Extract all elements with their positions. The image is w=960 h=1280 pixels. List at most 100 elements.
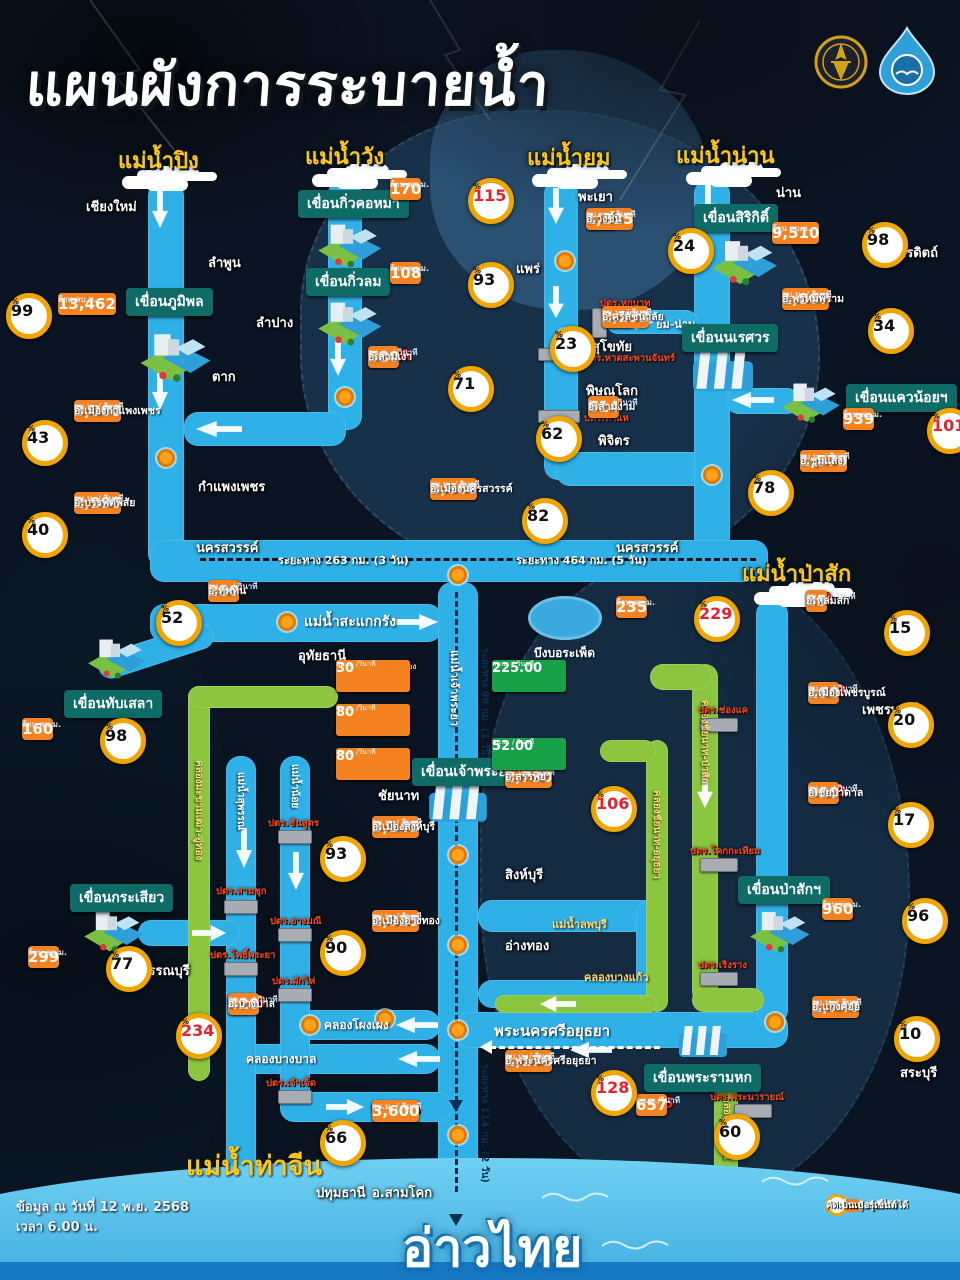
dam-name-plate: เขื่อนกระเสียว	[70, 884, 174, 912]
place-label: สระบุรี	[900, 1066, 938, 1081]
channel-chainat-ayutthaya-canal	[646, 740, 668, 1012]
station-location: อ.วังชิ้น	[586, 213, 622, 225]
rain-cloud-icon	[122, 176, 164, 189]
channel-chainat-ayutthaya-stub	[600, 740, 656, 762]
percent-badge: 71%	[448, 366, 494, 412]
place-label: กำแพงเพชร	[198, 480, 266, 495]
dashed-flow-line	[490, 1046, 660, 1049]
unit-label: ลบ.ม. / วินาที	[228, 995, 278, 1004]
percent-badge: 34%	[868, 308, 914, 354]
unit-label: ล้าน ลบ.ม.	[843, 410, 882, 419]
sea-bottom-band	[0, 1262, 960, 1280]
unit-label: ลบ.ม. / วินาที	[602, 308, 652, 317]
max-volume: 190	[808, 682, 840, 704]
max-volume: 2,990	[74, 492, 122, 514]
station-location: อ.บรรพตพิสัย	[74, 497, 136, 509]
place-label: ลำปาง	[256, 316, 294, 331]
place-label: ปทุมธานี	[316, 1186, 366, 1201]
unit-label: ล้าน ลบ.ม.	[58, 295, 97, 304]
unit-label: ล้าน ลบ.ม.	[616, 598, 655, 607]
channel-makham-thao-canal	[188, 686, 210, 1081]
distance-label: ระยะทาง 464 กม. (5 วัน)	[516, 554, 647, 567]
channel-label: แม่น้ำเจ้าพระยา	[448, 650, 461, 727]
unit-label: ลบ.ม. / วินาที	[586, 210, 636, 219]
junction-dot	[766, 1013, 784, 1031]
dam-name-plate: เขื่อนกิ่วลม	[306, 268, 391, 296]
max-volume: 1,325	[586, 208, 634, 230]
junction-dot	[301, 1016, 319, 1034]
max-volume: 980	[808, 782, 840, 804]
gate-structure	[700, 972, 738, 986]
percent-badge: 99%	[6, 293, 52, 339]
distance-label: ระยะทาง 263 กม. (3 วัน)	[278, 554, 409, 567]
page-title: แผนผังการระบายน้ำ	[23, 51, 553, 119]
junction-dot	[703, 466, 721, 484]
percent-badge: 98%	[862, 222, 908, 268]
river-header: แม่น้ำป่าสัก	[742, 562, 852, 587]
percent-badge: 60%	[714, 1114, 760, 1160]
place-label: นครสวรรค์	[196, 541, 259, 556]
junction-dot	[376, 1010, 394, 1028]
max-volume: 9,510	[772, 222, 820, 244]
junction-dot	[449, 846, 467, 864]
channel-suphan-river	[226, 756, 256, 1226]
distance-label: ระยะทาง 98 กม. (1 วัน)	[479, 648, 490, 760]
junction-dot	[556, 252, 574, 270]
place-label: แพร่	[516, 262, 540, 277]
junction-dot	[449, 566, 467, 584]
rain-cloud-icon	[312, 174, 354, 187]
dam-name-plate: เขื่อนพระรามหก	[644, 1064, 761, 1092]
distance-label: ระยะทาง 114 กม. (2 วัน)	[479, 1064, 490, 1183]
channel-label: คลองมะขามเฒ่า-อู่ทอง	[193, 760, 204, 861]
unit-label: ลบ.ม. / วินาที	[800, 452, 850, 461]
percent-badge: 128%	[591, 1070, 637, 1116]
place-label: นครสวรรค์	[616, 541, 679, 556]
junction-dot	[157, 449, 175, 467]
channel-label: คลองบางแก้ว	[584, 971, 649, 984]
gate-label: ปตร.สามชุก	[216, 886, 267, 897]
dam-name-plate: เขื่อนภูมิพล	[126, 288, 213, 316]
channel-bueng-boraphet-lake	[528, 596, 602, 640]
channel-chainat-pasak-stub	[650, 664, 712, 690]
channel-label: คลองชัยนาท-อยุธยา	[651, 790, 662, 879]
rain-cloud-icon	[532, 174, 574, 187]
legend-max-label: ปริมาณสูงสุดที่รับได้	[826, 1199, 909, 1211]
station-location: อ.สามง่าม	[588, 401, 636, 413]
channel-ayutthaya-bar	[455, 1012, 788, 1048]
wave-decoration	[601, 1240, 669, 1250]
unit-label: ล้าน ลบ.ม.	[390, 264, 429, 273]
max-volume: 170	[390, 178, 422, 200]
channel-label: คลองบางบาล	[246, 1052, 317, 1066]
river-header: แม่น้ำปิง	[118, 149, 199, 174]
gate-structure	[224, 962, 258, 976]
max-volume: 160	[22, 718, 54, 740]
station-location: อ.เมืองสิงห์บุรี	[372, 821, 435, 833]
max-volume: 2,730	[505, 766, 553, 788]
channel-makham-thao-stub	[188, 686, 338, 708]
gate-label: ปตร.หกบาท	[600, 298, 651, 309]
max-volume: 939	[843, 408, 875, 430]
unit-label: ล้าน ลบ.ม.	[390, 180, 429, 189]
gate-structure	[700, 718, 738, 732]
max-volume: 280	[208, 580, 240, 602]
gate-label: ปตร.ผักไห่	[272, 976, 316, 987]
channel-label: แม่น้ำท่าจีน	[186, 1151, 323, 1182]
max-volume: 614	[588, 396, 620, 418]
river-header: แม่น้ำยม	[527, 146, 611, 171]
place-label: อ่างทอง	[505, 939, 550, 954]
unit-label: ล้าน ลบ.ม.	[22, 720, 61, 729]
percent-badge: 90%	[320, 930, 366, 976]
wave-decoration	[541, 1192, 609, 1202]
dam-name-plate: เขื่อนป่าสักฯ	[738, 876, 830, 904]
gate-structure	[278, 988, 312, 1002]
max-volume: 1,579	[800, 450, 848, 472]
unit-label: ลบ.ม. / วินาที	[812, 998, 862, 1007]
place-label: ตาก	[212, 370, 236, 385]
percent-badge: 234%	[176, 1013, 222, 1059]
percent-badge: 62%	[536, 416, 582, 462]
place-label: เชียงใหม่	[86, 200, 137, 215]
channel-chainat-ayutthaya-outlet	[495, 995, 657, 1013]
